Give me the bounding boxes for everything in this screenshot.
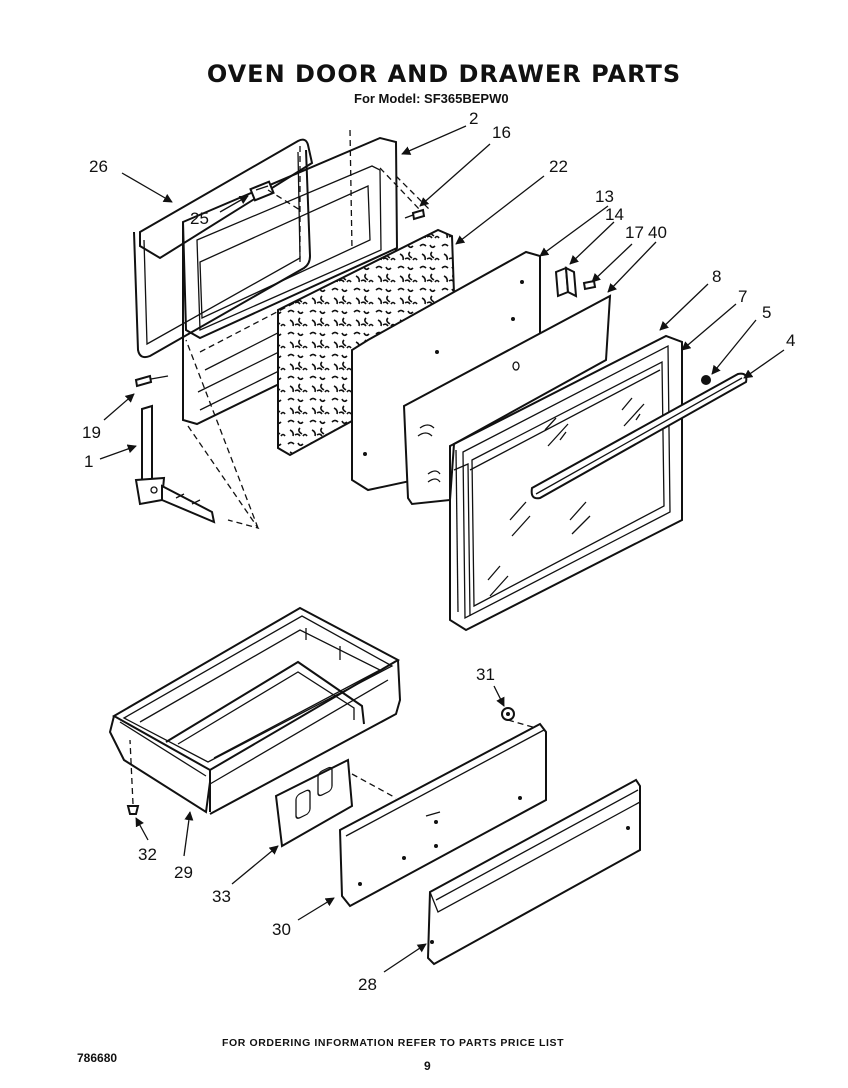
part-14-bracket	[554, 266, 578, 298]
part-33-bracket	[274, 758, 397, 848]
callout-22: 22	[549, 157, 568, 176]
callout-labels: 26 25 2 16 22 13 14 17 40 8 7 5 4 19 1 3…	[82, 109, 795, 994]
callout-1: 1	[84, 452, 93, 471]
callout-32: 32	[138, 845, 157, 864]
part-5-handle-screw	[701, 375, 711, 385]
part-28-drawer-front	[426, 778, 641, 966]
callout-4: 4	[786, 331, 795, 350]
callout-33: 33	[212, 887, 231, 906]
page-number: 9	[424, 1059, 431, 1073]
callout-16: 16	[492, 123, 511, 142]
part-30-drawer-front-panel	[338, 722, 547, 908]
document-number: 786680	[77, 1051, 118, 1065]
callout-14: 14	[605, 205, 624, 224]
model-subtitle: For Model: SF365BEPW0	[354, 91, 509, 106]
callout-28: 28	[358, 975, 377, 994]
callout-25: 25	[190, 209, 209, 228]
part-16-screw	[404, 208, 426, 221]
callout-17: 17	[625, 223, 644, 242]
part-40-door-panel	[402, 294, 612, 506]
callout-19: 19	[82, 423, 101, 442]
callout-5: 5	[762, 303, 771, 322]
page-title: OVEN DOOR AND DRAWER PARTS	[206, 60, 682, 88]
callout-2: 2	[469, 109, 478, 128]
callout-13: 13	[595, 187, 614, 206]
part-26-door-gasket	[133, 138, 314, 359]
part-1-hinge	[134, 404, 216, 524]
part-29-drawer	[108, 606, 402, 815]
callout-29: 29	[174, 863, 193, 882]
callout-7: 7	[738, 287, 747, 306]
assembly-lines-door	[185, 167, 431, 530]
part-4-handle	[530, 372, 748, 500]
part-31-nut	[501, 707, 537, 729]
part-19-screw	[134, 374, 169, 388]
part-32-screw	[126, 739, 140, 815]
callout-30: 30	[272, 920, 291, 939]
leader-arrows	[99, 125, 785, 973]
callout-31: 31	[476, 665, 495, 684]
part-25-clip	[249, 180, 275, 202]
callout-40: 40	[648, 223, 667, 242]
part-8-outer-door-frame	[449, 334, 683, 632]
part-17-screw	[582, 279, 597, 291]
ordering-info-footer: FOR ORDERING INFORMATION REFER TO PARTS …	[222, 1037, 565, 1049]
callout-26: 26	[89, 157, 108, 176]
callout-8: 8	[712, 267, 721, 286]
